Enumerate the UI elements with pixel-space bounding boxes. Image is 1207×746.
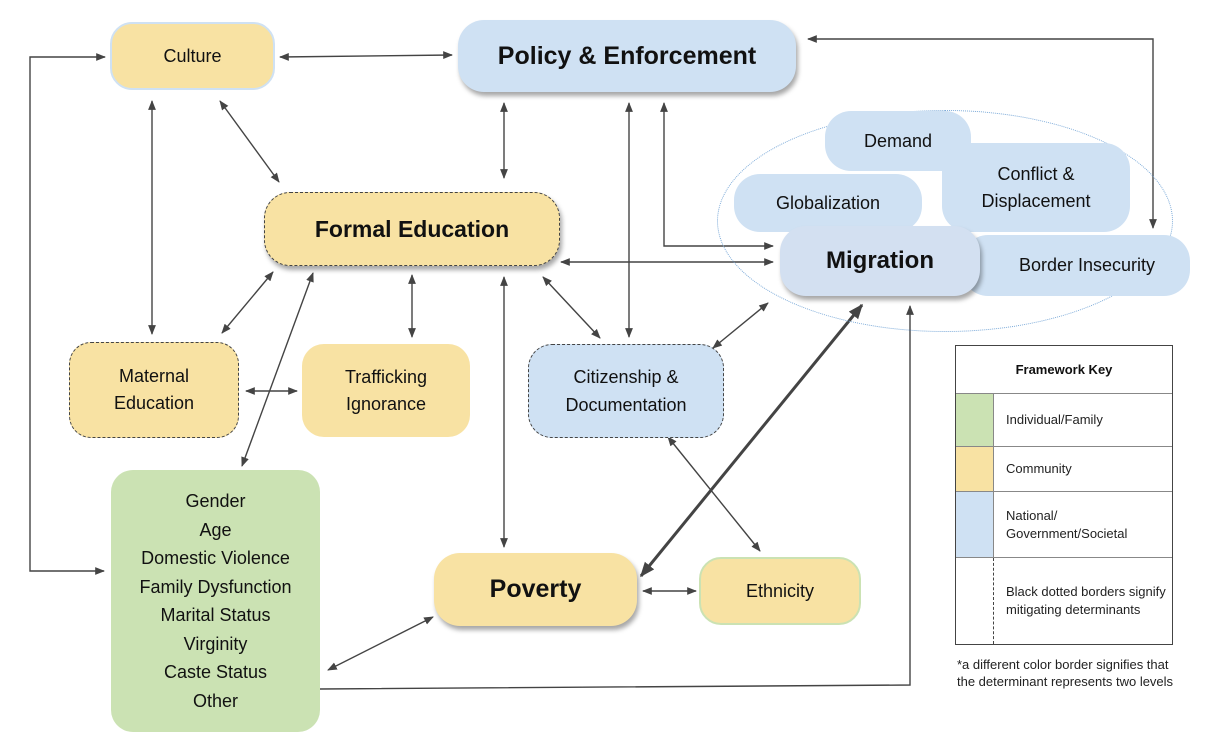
determinant-marital-status: Marital Status [160,605,271,625]
poverty-label: Poverty [489,575,582,603]
framework-key: Framework Key Individual/Family Communit… [955,345,1173,645]
determinant-caste-status: Caste Status [163,662,268,682]
arrow-individual-migration [319,305,914,690]
key-footnote: *a different color border signifies that… [957,657,1174,689]
culture-label: Culture [163,45,222,66]
key-swatch-individual [956,394,994,446]
border-insecurity-node[interactable]: Border Insecurity [962,235,1190,296]
key-row-mitigating: Black dotted borders signify mitigating … [956,557,1172,644]
arrow-culture-formal [219,100,280,183]
determinant-age: Age [199,519,232,540]
maternal-education-node[interactable]: Maternal Education [69,342,239,438]
key-swatch-mitigating [956,558,994,644]
maternal-education-line-2: Education [113,393,195,413]
policy-enforcement-label: Policy & Enforcement [497,41,757,70]
determinant-virginity: Virginity [183,633,248,654]
conflict-displacement-node[interactable]: Conflict & Displacement [942,143,1130,232]
formal-education-label: Formal Education [314,215,510,242]
ethnicity-node[interactable]: Ethnicity [699,557,861,625]
key-swatch-national [956,492,994,557]
culture-node[interactable]: Culture [110,22,275,90]
ethnicity-label: Ethnicity [745,580,815,601]
policy-enforcement-node[interactable]: Policy & Enforcement [458,20,796,92]
arrow-culture-individual [29,53,106,575]
poverty-node[interactable]: Poverty [434,553,637,626]
determinant-other: Other [192,690,239,711]
arrow-formal-citizenship [542,276,601,339]
key-row-community: Community [956,446,1172,491]
key-label-mitigating: Black dotted borders signify mitigating … [1006,584,1166,617]
citizenship-line-1: Citizenship & [573,367,679,387]
key-row-national: National/ Government/Societal [956,491,1172,557]
individual-family-node[interactable]: Gender Age Domestic Violence Family Dysf… [111,470,320,732]
migration-node[interactable]: Migration [780,226,980,296]
determinant-gender: Gender [185,491,246,511]
globalization-label: Globalization [775,192,881,213]
key-label-national: National/ Government/Societal [1006,507,1128,541]
citizenship-documentation-node[interactable]: Citizenship & Documentation [528,344,724,438]
arrow-formal-maternal [221,271,274,334]
arrow-formal-individual [241,272,314,467]
key-row-individual: Individual/Family [956,393,1172,446]
demand-label: Demand [863,130,933,151]
determinant-family-dysfunction: Family Dysfunction [139,576,292,597]
framework-key-title: Framework Key [1015,362,1113,377]
arrow-citizenship-migration [712,302,769,349]
conflict-line-2: Displacement [981,190,1091,211]
trafficking-ignorance-node[interactable]: Trafficking Ignorance [302,344,470,437]
maternal-education-line-1: Maternal [118,366,190,386]
formal-education-node[interactable]: Formal Education [264,192,560,266]
arrow-policy-border [807,35,1157,229]
trafficking-ignorance-line-2: Ignorance [345,393,427,414]
border-insecurity-label: Border Insecurity [1018,255,1156,275]
globalization-node[interactable]: Globalization [734,174,922,232]
citizenship-line-2: Documentation [565,395,687,415]
arrow-poverty-migration [639,303,864,578]
key-swatch-community [956,447,994,491]
trafficking-ignorance-line-1: Trafficking [344,366,428,387]
key-label-community: Community [1006,461,1072,476]
arrow-poverty-individual [327,616,434,671]
key-label-individual: Individual/Family [1006,412,1103,427]
conflict-line-1: Conflict & [997,163,1075,184]
arrow-culture-policy [279,51,453,61]
determinant-domestic-violence: Domestic Violence [141,548,290,568]
migration-label: Migration [826,247,934,274]
arrow-citizenship-ethnicity [667,436,761,552]
